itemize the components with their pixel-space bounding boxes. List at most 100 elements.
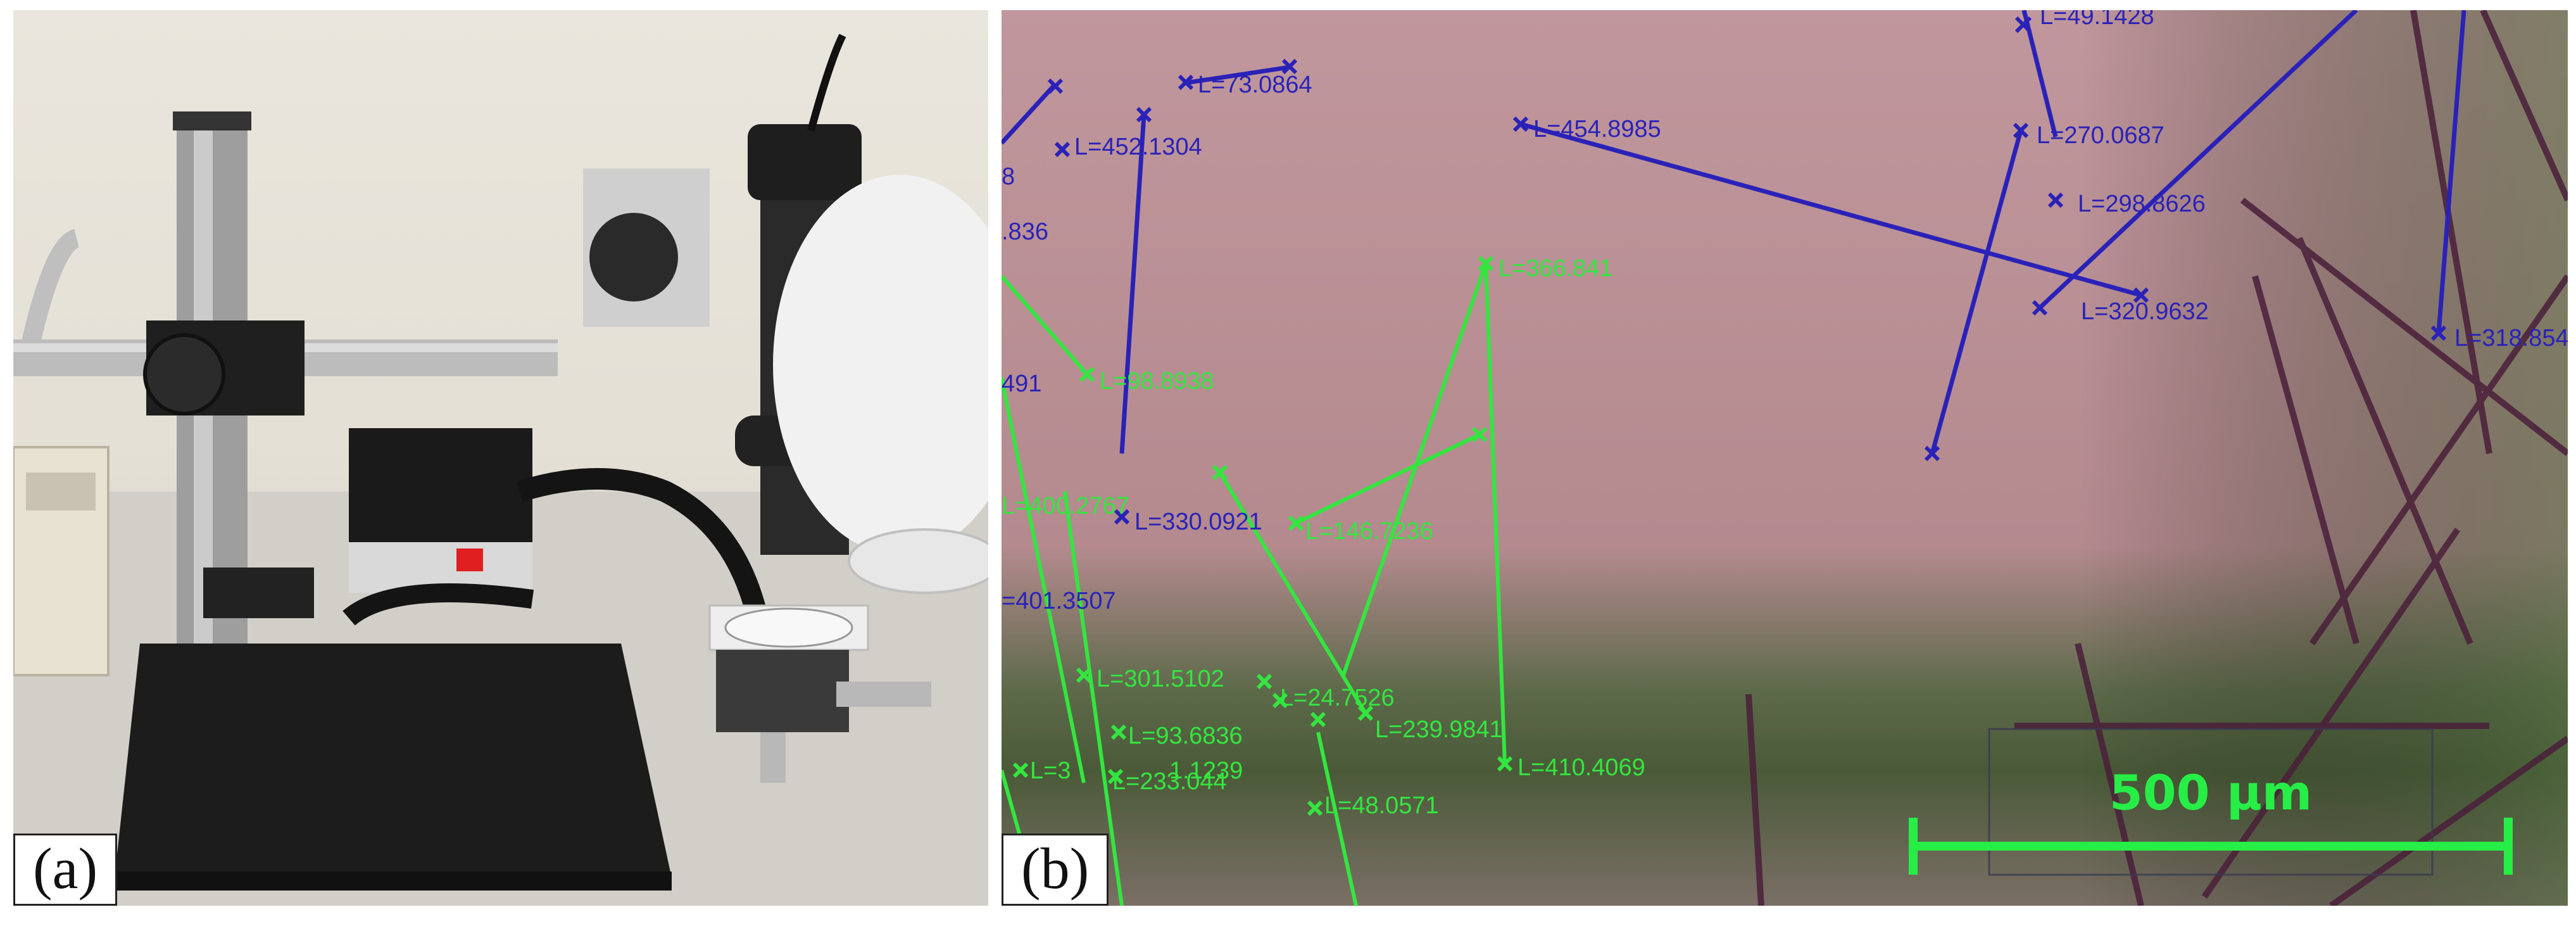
green-measure-label: 1.1239 — [1169, 758, 1243, 784]
blue-measure-label: 491 — [1002, 371, 1041, 397]
fiber — [2309, 274, 2568, 645]
measure-line — [1002, 84, 1055, 145]
xy-stage — [716, 650, 849, 732]
marker — [2032, 300, 2048, 316]
measure-line — [1295, 433, 1481, 525]
lamp-base — [848, 528, 988, 594]
measure-line — [2038, 10, 2358, 310]
marker — [1497, 756, 1513, 772]
fiber — [2075, 642, 2144, 906]
base-edge — [115, 872, 672, 891]
measure-line — [1119, 114, 1147, 454]
lamp-arm — [16, 229, 80, 367]
measure-line — [1002, 377, 1086, 783]
camera-cable — [807, 34, 846, 132]
marker — [1272, 692, 1288, 709]
measure-line — [1063, 491, 1124, 906]
blue-measure-label: L=49.1428 — [2040, 10, 2154, 30]
measure-line — [1316, 732, 1358, 906]
scale-bar — [1909, 818, 2513, 875]
fiber — [2296, 237, 2473, 645]
green-measure-label: L=48.0571 — [1324, 792, 1439, 819]
blue-measure-lines — [1002, 10, 2466, 454]
green-markers — [1012, 255, 1513, 816]
panel-a-label: (a) — [13, 834, 118, 906]
marker — [1357, 705, 1374, 721]
blue-measure-label: L=270.0687 — [2037, 122, 2164, 149]
green-measure-label: L=98.8938 — [1100, 368, 1214, 395]
green-measure-label: L=146.7236 — [1305, 518, 1433, 545]
green-measure-label: L=301.5102 — [1096, 666, 1224, 692]
fiber — [2329, 735, 2568, 906]
fiber — [2201, 528, 2461, 899]
fiber — [2240, 198, 2568, 456]
blue-measure-label: 8 — [1002, 163, 1015, 190]
green-measure-label: L=410.4069 — [1517, 754, 1645, 781]
measure-line — [1520, 122, 2142, 298]
micrograph-illustration: L=49.1428 L=73.0864 L=452.1304 L=454.898… — [1002, 10, 2568, 906]
green-measure-label: L=3 — [1030, 758, 1071, 784]
marker — [1924, 445, 1940, 462]
green-measure-label: L=366.841 — [1498, 255, 1613, 282]
panel-b-label: (b) — [1002, 834, 1109, 906]
microscope-setup-illustration — [13, 34, 988, 906]
fiber — [2252, 275, 2359, 645]
fiber-gooseneck — [517, 468, 771, 633]
clamp-knob — [143, 333, 225, 415]
panel-a-photo: (a) — [13, 10, 988, 906]
box-panel — [26, 473, 96, 511]
blue-labels: L=49.1428 L=73.0864 L=452.1304 L=454.898… — [1002, 10, 2568, 614]
green-measure-label: L=233.044 — [1112, 768, 1227, 795]
marker — [1512, 116, 1529, 132]
green-labels: L=366.841 L=98.8938 L=400.2767 L=146.723… — [1002, 255, 1645, 819]
pillar-collar — [203, 568, 314, 618]
measure-line — [1184, 65, 1290, 86]
fiber-cable — [342, 583, 534, 626]
measure-line — [1930, 130, 2023, 454]
marker — [2133, 287, 2149, 303]
base-plate — [115, 644, 672, 878]
green-tint — [2078, 10, 2568, 906]
marker — [1212, 464, 1228, 481]
marker — [1478, 255, 1494, 272]
green-measure-label: L=24.7526 — [1280, 685, 1395, 711]
marker — [1110, 724, 1127, 740]
marker — [1079, 366, 1095, 383]
power-switch — [456, 549, 483, 571]
white-bag — [773, 175, 988, 555]
fibers — [1745, 10, 2568, 906]
camera — [748, 124, 862, 200]
marker — [1288, 515, 1304, 531]
panel-b-micrograph: L=49.1428 L=73.0864 L=452.1304 L=454.898… — [1002, 10, 2568, 906]
blue-measure-label: L=73.0864 — [1198, 72, 1312, 98]
marker — [1307, 800, 1323, 816]
marker — [2430, 325, 2447, 341]
roi-box — [1988, 728, 2434, 876]
blue-measure-label: L=320.9632 — [2081, 298, 2209, 325]
marker — [1136, 106, 1152, 123]
marker — [2013, 122, 2029, 139]
blue-measure-label: =401.3507 — [1002, 588, 1116, 614]
measure-line — [1484, 263, 1507, 764]
marker — [2014, 16, 2032, 34]
marker — [1471, 426, 1488, 443]
petri-dish — [724, 607, 853, 648]
green-measure-label: L=239.9841 — [1375, 716, 1503, 743]
marker — [1281, 58, 1298, 75]
marker — [1256, 673, 1272, 690]
blue-measure-label: L=318.854 — [2454, 325, 2568, 352]
marker — [1054, 141, 1071, 158]
marker — [1114, 509, 1130, 525]
scale-bar-label: 500 µm — [2109, 764, 2312, 821]
fiber — [2480, 10, 2568, 202]
marker — [1107, 768, 1124, 785]
fiber — [1745, 694, 1764, 906]
marker — [1178, 74, 1194, 91]
measure-line — [1218, 471, 1367, 714]
blue-measure-label: L=452.1304 — [1074, 134, 1202, 160]
marker — [1076, 667, 1092, 683]
blue-markers — [1047, 16, 2447, 525]
measure-line — [2436, 10, 2466, 334]
green-measure-label: L=400.2767 — [1002, 493, 1129, 519]
blue-measure-label: L=454.8985 — [1533, 116, 1661, 143]
